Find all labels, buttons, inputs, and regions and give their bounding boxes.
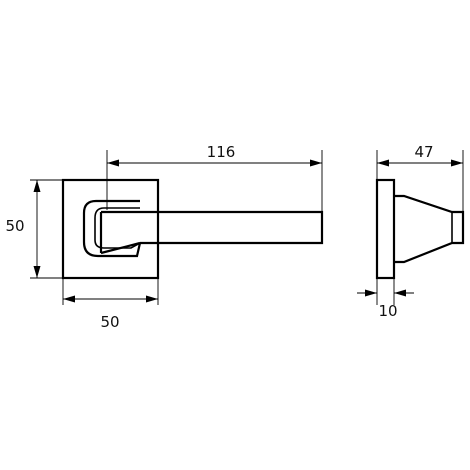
- arrowhead-width-right: [146, 295, 158, 303]
- arrowhead-projection-right: [451, 159, 463, 167]
- arrowhead-lever-right: [310, 159, 322, 167]
- arrowhead-thickness-left: [365, 289, 377, 297]
- dim-label-projection: 47: [414, 143, 433, 161]
- arrowhead-projection-left: [377, 159, 389, 167]
- dim-label-rose-width: 50: [100, 313, 119, 331]
- rose-plate-side: [375, 178, 396, 280]
- arrowhead-height-top: [33, 180, 41, 192]
- side-view: 47 10: [357, 143, 465, 320]
- rose-square: [61, 178, 160, 280]
- dim-label-thickness: 10: [378, 302, 397, 320]
- arrowhead-height-bottom: [33, 266, 41, 278]
- lever-taper-side: [394, 194, 465, 264]
- lever-bar: [140, 210, 324, 245]
- lever-base-outer: [82, 199, 142, 258]
- front-view: 116 50 50: [5, 143, 324, 331]
- lever-neck: [99, 210, 141, 255]
- dim-label-lever-length: 116: [207, 143, 236, 161]
- arrowhead-width-left: [63, 295, 75, 303]
- dim-label-rose-height: 50: [5, 217, 24, 235]
- arrowhead-lever-left: [107, 159, 119, 167]
- arrowhead-thickness-right: [394, 289, 406, 297]
